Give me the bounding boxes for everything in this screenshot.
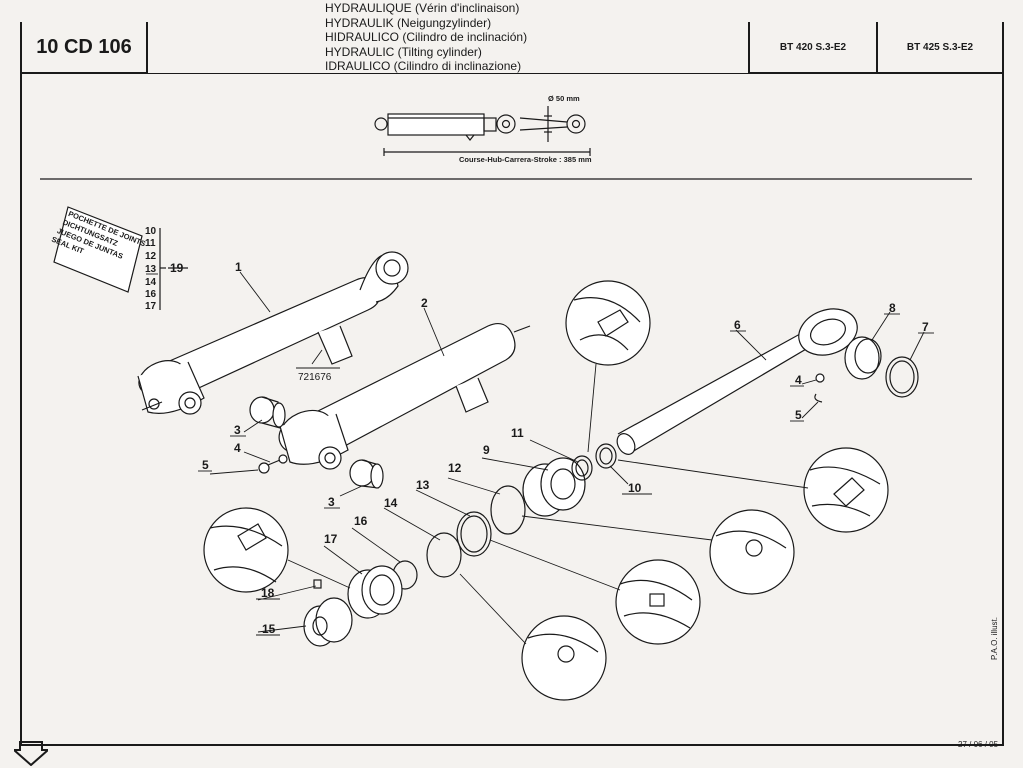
overview-cylinder (374, 106, 591, 156)
model-bt420: BT 420 S.3-E2 (750, 22, 878, 72)
leader-lines (209, 271, 925, 645)
label-18: 18 (261, 586, 275, 600)
detail-circle-5 (521, 615, 607, 701)
title-en: HYDRAULIC (Tilting cylinder) (325, 44, 482, 59)
svg-text:11: 11 (145, 238, 156, 249)
label-4a: 4 (234, 441, 241, 455)
set-screw-18 (313, 579, 322, 589)
label-underlines (146, 273, 934, 636)
piston-nut (303, 597, 353, 647)
label-1: 1 (235, 260, 242, 274)
detail-circle-6 (203, 507, 289, 593)
label-16: 16 (354, 514, 368, 528)
title-es: HIDRAULICO (Cilindro de inclinación) (325, 30, 528, 45)
ball-joint (844, 336, 882, 380)
bushing-top (249, 396, 286, 429)
detail-circle-3 (709, 509, 795, 595)
label-5a: 5 (202, 458, 209, 472)
seal-11 (571, 455, 593, 481)
label-3b: 3 (328, 495, 335, 509)
label-14: 14 (384, 496, 398, 510)
label-17: 17 (324, 532, 338, 546)
label-7: 7 (922, 320, 929, 334)
label-15: 15 (262, 622, 276, 636)
svg-text:19: 19 (170, 261, 184, 275)
title-fr: HYDRAULIQUE (Vérin d'inclinaison) (325, 1, 520, 15)
svg-text:12: 12 (145, 251, 157, 262)
label-3a: 3 (234, 423, 241, 437)
oring-13 (456, 511, 492, 557)
label-721676: 721676 (298, 372, 332, 383)
label-11: 11 (511, 426, 524, 440)
svg-text:10: 10 (145, 226, 157, 237)
credit-text: P.A.O. illust. (990, 617, 999, 660)
seal-10 (595, 443, 617, 469)
next-page-arrow-icon[interactable] (14, 738, 48, 766)
stroke-label: Course-Hub-Carrera-Stroke : 385 mm (459, 155, 592, 164)
label-8: 8 (889, 301, 896, 315)
title-block: HYDRAULIQUE (Vérin d'inclinaison) HYDRAU… (325, 1, 527, 74)
label-5b: 5 (795, 408, 802, 422)
part-labels: 1 2 3 3 4 4 5 5 6 7 8 9 10 11 12 13 14 1… (202, 260, 929, 636)
svg-text:17: 17 (145, 301, 157, 312)
detail-circle-2 (803, 447, 889, 533)
cylinder-body-1 (137, 251, 409, 415)
print-date: 27 / 06 / 05 (958, 740, 999, 749)
svg-text:14: 14 (145, 277, 157, 288)
seal-kit-items: 10 11 12 13 14 16 17 19 (145, 226, 184, 312)
detail-circle-4 (615, 559, 701, 645)
grease-nipple-right (814, 373, 825, 403)
svg-text:13: 13 (145, 264, 157, 275)
cylinder-body-2 (278, 323, 531, 470)
oring-14 (426, 532, 462, 578)
diameter-label: Ø 50 mm (548, 94, 580, 103)
svg-text:16: 16 (145, 289, 157, 300)
title-de: HYDRAULIK (Neigungzylinder) (325, 15, 492, 30)
label-6: 6 (734, 318, 741, 332)
piston-17 (347, 565, 403, 619)
label-9: 9 (483, 443, 490, 457)
label-10: 10 (628, 481, 642, 495)
model-bt425: BT 425 S.3-E2 (906, 41, 974, 53)
bushing-bottom (349, 459, 384, 489)
label-13: 13 (416, 478, 430, 492)
guide-head (522, 457, 586, 517)
seal-kit-tag (53, 206, 188, 310)
oring-12 (490, 485, 526, 535)
detail-circle-1 (565, 280, 651, 366)
label-2: 2 (421, 296, 428, 310)
grease-nipple-left (258, 454, 288, 474)
piston-rod (616, 308, 858, 455)
label-12: 12 (448, 461, 462, 475)
circlip (885, 356, 919, 398)
label-4b: 4 (795, 373, 802, 387)
title-it: IDRAULICO (Cilindro di inclinazione) (325, 59, 522, 74)
drawing-frame (20, 73, 1004, 746)
